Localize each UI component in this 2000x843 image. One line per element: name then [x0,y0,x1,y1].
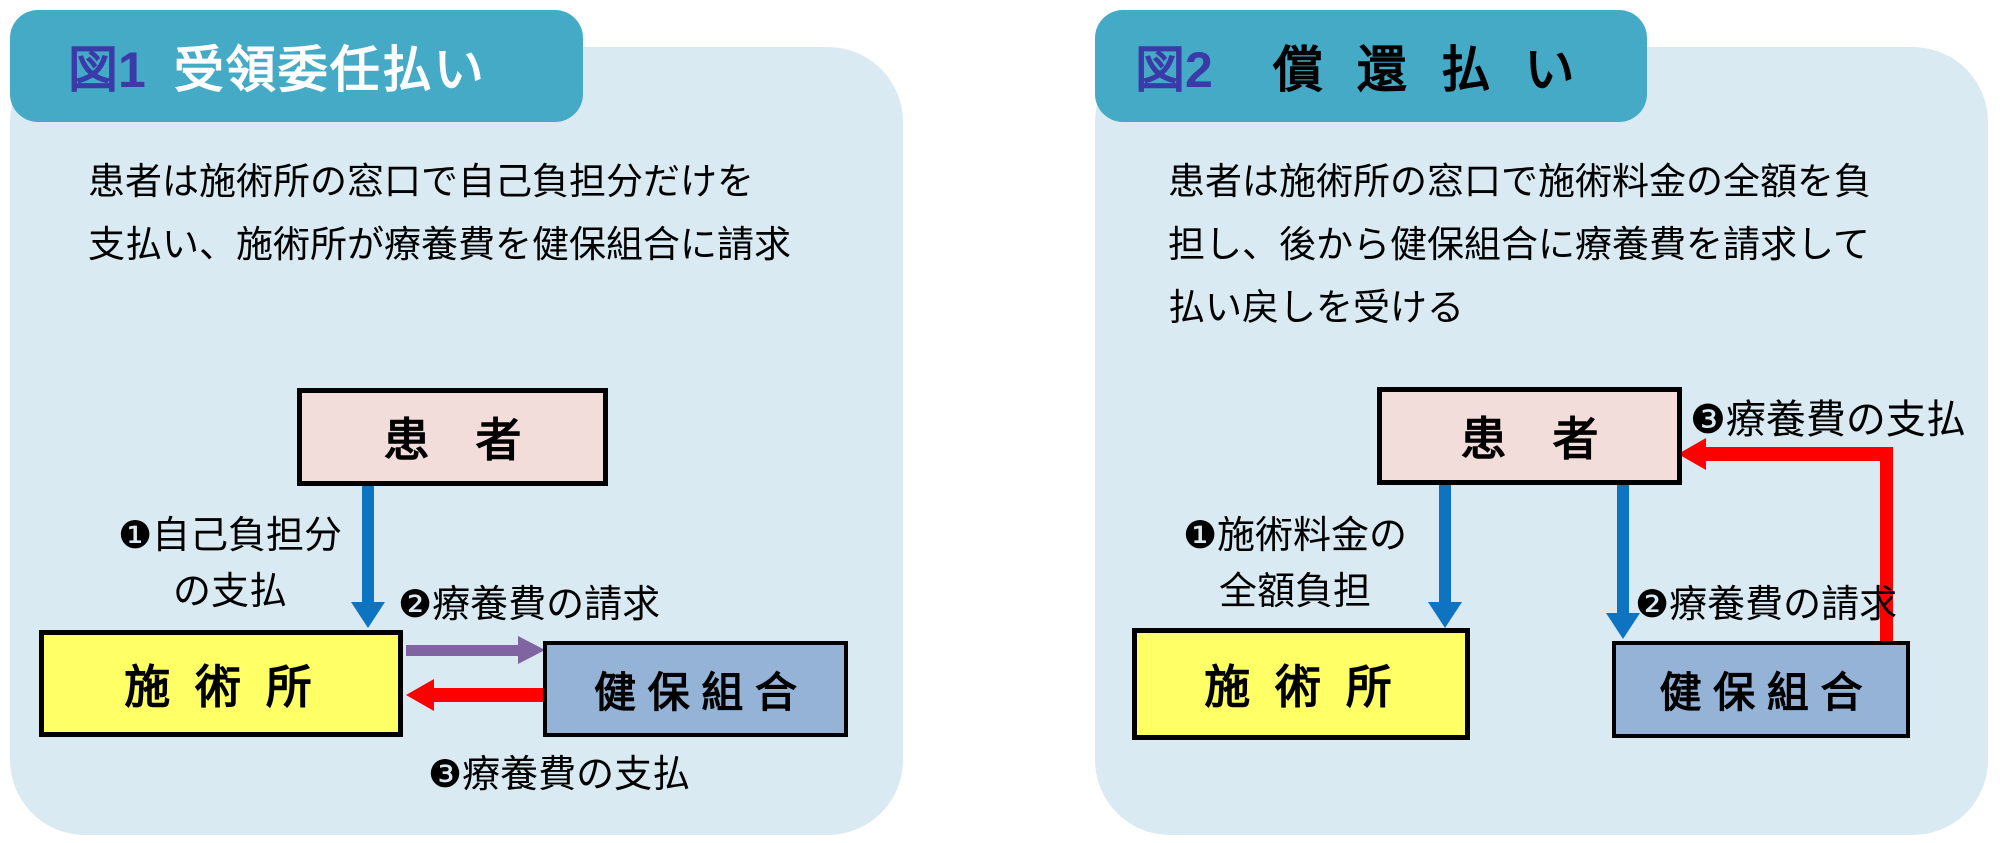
figure1-clinic-box: 施 術 所 [39,630,403,737]
figure1-insurer-box: 健 保 組 合 [543,641,848,737]
figure2-step2-label: ❷療養費の請求 [1635,584,1898,626]
figure1-claim-right-arrowhead-icon [518,636,545,664]
figure1-step3-label: ❸療養費の支払 [428,754,691,796]
figure2-claim-down-arrow-icon [1617,485,1629,613]
figure1-step1-line2: の支払 [172,571,287,613]
figure2-title: 償 還 払 い [1272,42,1585,98]
figure2-reimburse-elbow-horizontal-icon [1706,447,1893,461]
figure2-reimburse-left-arrowhead-icon [1678,438,1706,470]
figure1-claim-right-arrow-icon [406,645,518,656]
figure2-header-tag: 図2 償 還 払 い [1095,10,1647,122]
figure1-patient-box: 患 者 [297,388,608,486]
figure2-number: 図2 [1135,42,1213,98]
figure1-payment-left-arrowhead-icon [406,679,434,711]
figure2-step1-label: ❶施術料金の 全額負担 [1170,508,1420,620]
figure1-description-line1: 患者は施術所の窓口で自己負担分だけを [88,161,754,202]
figure1-step1-label: ❶自己負担分 の支払 [110,508,350,620]
figure2-step3-label: ❸療養費の支払 [1690,398,1966,442]
figure1-description-line2: 支払い、施術所が療養費を健保組合に請求 [88,224,791,265]
figure2-fullpay-down-arrow-icon [1439,485,1451,602]
figure2-description: 患者は施術所の窓口で施術料金の全額を負 担し、後から健保組合に療養費を請求して … [1168,150,1871,339]
figure2-reimburse-elbow-vertical-icon [1880,447,1893,641]
figure1-title: 受領委任払い [173,42,486,98]
figure1-payment-left-arrow-icon [434,688,544,702]
figure2-insurer-box: 健 保 組 合 [1612,641,1910,738]
figure1-selfpay-down-arrow-icon [362,486,374,602]
figure2-claim-down-arrowhead-icon [1606,613,1640,639]
figure2-step1-line2: 全額負担 [1218,571,1371,613]
figure2-fullpay-down-arrowhead-icon [1428,602,1462,628]
figure2-description-line2: 担し、後から健保組合に療養費を請求して [1168,224,1870,265]
figure2-description-line1: 患者は施術所の窓口で施術料金の全額を負 [1168,161,1871,202]
figure2-clinic-box: 施 術 所 [1132,628,1470,740]
figure1-step2-label: ❷療養費の請求 [398,584,661,626]
figure2-step1-line1: ❶施術料金の [1182,515,1408,557]
figure1-number: 図1 [68,42,146,98]
figure1-step1-line1: ❶自己負担分 [117,515,343,557]
figure1-selfpay-down-arrowhead-icon [351,602,385,628]
figure1-description: 患者は施術所の窓口で自己負担分だけを 支払い、施術所が療養費を健保組合に請求 [88,150,791,276]
figure2-patient-box: 患 者 [1377,387,1682,485]
figure1-header-tag: 図1 受領委任払い [10,10,583,122]
figure2-description-line3: 払い戻しを受ける [1168,287,1464,328]
